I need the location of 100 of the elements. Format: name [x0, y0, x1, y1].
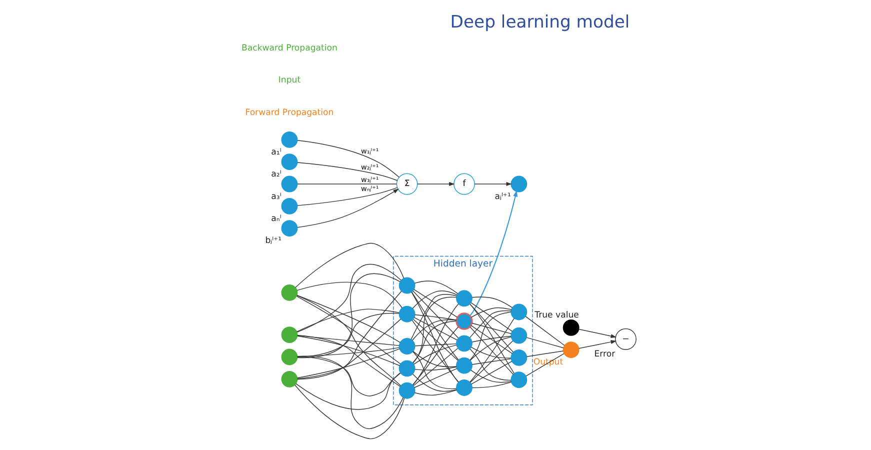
connector — [296, 348, 400, 378]
node-label: a₃ˡ — [270, 192, 281, 202]
node-circle — [510, 350, 527, 366]
node-circle — [280, 284, 298, 301]
node-label: a₂ˡ — [270, 170, 281, 180]
connector — [471, 358, 511, 365]
arrow — [296, 188, 398, 228]
connector — [296, 264, 401, 333]
node-circle — [280, 348, 298, 366]
connector — [412, 374, 456, 392]
arrow — [578, 328, 616, 338]
node-circle — [456, 335, 472, 352]
arrow — [474, 182, 512, 186]
connector — [470, 360, 512, 385]
connector — [471, 382, 512, 388]
connector — [296, 273, 400, 358]
connector — [471, 336, 511, 342]
node-circle — [398, 360, 415, 377]
node-label: aₙˡ — [270, 214, 281, 224]
node-circle — [398, 382, 415, 399]
connector — [469, 312, 511, 360]
connector — [469, 348, 511, 381]
node-circle — [280, 326, 298, 344]
connector — [524, 316, 564, 346]
connector — [412, 326, 458, 386]
connector — [526, 350, 563, 357]
connector — [468, 310, 511, 338]
node-label: Error — [594, 349, 615, 360]
diagram-title: Deep learning model — [450, 12, 630, 33]
node-circle — [456, 357, 472, 374]
connector — [414, 368, 457, 388]
edge-label: w₁ⱼˡ⁺¹ — [360, 146, 378, 156]
connector — [469, 318, 514, 382]
arrow — [416, 182, 454, 186]
connector — [294, 242, 404, 288]
node-circle — [510, 372, 527, 388]
connector — [296, 356, 404, 430]
connector — [296, 162, 398, 181]
connector — [414, 390, 456, 396]
connector — [296, 336, 400, 366]
connector — [296, 318, 401, 380]
connector — [296, 296, 400, 364]
connector — [294, 384, 404, 440]
connector — [296, 334, 400, 387]
connector — [469, 304, 514, 352]
node-circle — [280, 198, 298, 214]
node-circle — [398, 277, 415, 294]
connector — [296, 140, 399, 178]
edge-label: w₃ⱼˡ⁺¹ — [360, 174, 378, 184]
connector — [526, 337, 564, 348]
node-circle — [456, 290, 472, 307]
node-circle — [280, 154, 298, 170]
connector — [296, 312, 399, 358]
node-circle: Σ — [396, 173, 418, 195]
connector — [470, 307, 512, 318]
node-circle — [562, 319, 579, 336]
connector — [296, 282, 402, 308]
arrow — [578, 340, 616, 349]
node-label: bⱼˡ⁺¹ — [264, 236, 282, 246]
connector — [295, 372, 400, 410]
connector — [413, 344, 456, 365]
connector — [296, 308, 399, 332]
node-circle — [280, 176, 298, 192]
connector — [414, 280, 458, 294]
connector — [296, 187, 398, 206]
node-circle — [456, 380, 472, 396]
connector — [414, 314, 456, 320]
node-circle — [280, 220, 298, 237]
edge-label: w₂ⱼˡ⁺¹ — [360, 162, 378, 172]
connector — [469, 304, 514, 374]
connector — [469, 326, 514, 375]
arrow — [469, 190, 518, 316]
node-circle: − — [614, 328, 636, 350]
connector — [413, 289, 457, 318]
connector — [470, 302, 512, 332]
node-circle — [510, 304, 527, 320]
connector — [469, 336, 511, 361]
connector — [296, 335, 399, 346]
node-circle — [562, 342, 579, 358]
node-label: True value — [534, 310, 578, 320]
connector — [296, 294, 400, 343]
node-circle — [280, 131, 298, 148]
label: Backward Propagation — [241, 43, 337, 54]
node-label: a₁ˡ — [270, 147, 281, 158]
connector — [414, 366, 456, 370]
connector — [471, 296, 512, 308]
node-circle — [455, 312, 472, 330]
node-label: aⱼˡ⁺¹ — [494, 192, 510, 202]
edge-label: wₙⱼˡ⁺¹ — [360, 184, 378, 194]
connector — [411, 320, 458, 382]
node-circle — [510, 327, 527, 344]
node-circle — [398, 306, 415, 322]
node-circle — [510, 176, 527, 192]
label: Forward Propagation — [244, 108, 334, 118]
connector — [469, 340, 513, 383]
connector — [412, 304, 458, 386]
connector — [414, 343, 456, 346]
connector — [470, 370, 511, 383]
node-circle: f — [453, 173, 474, 195]
connector — [470, 325, 512, 354]
